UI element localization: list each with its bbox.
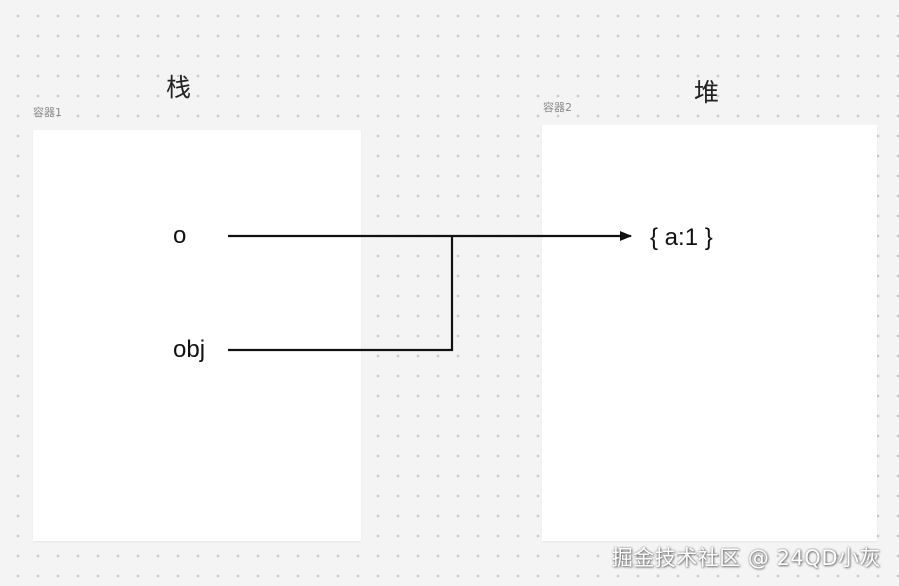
heap-object: { a:1 }	[650, 224, 713, 251]
stack-var-o: o	[173, 222, 187, 249]
heap-container[interactable]	[542, 125, 877, 541]
heap-title: 堆	[694, 78, 720, 107]
stack-container[interactable]	[33, 130, 361, 541]
stack-var-obj: obj	[173, 336, 206, 363]
container-label-1: 容器1	[33, 106, 62, 119]
stack-title: 栈	[166, 73, 192, 102]
watermark: 掘金技术社区 @ 24QD小灰	[611, 546, 881, 570]
connector-obj-to-arrow	[228, 236, 454, 352]
container-label-2: 容器2	[543, 101, 572, 114]
